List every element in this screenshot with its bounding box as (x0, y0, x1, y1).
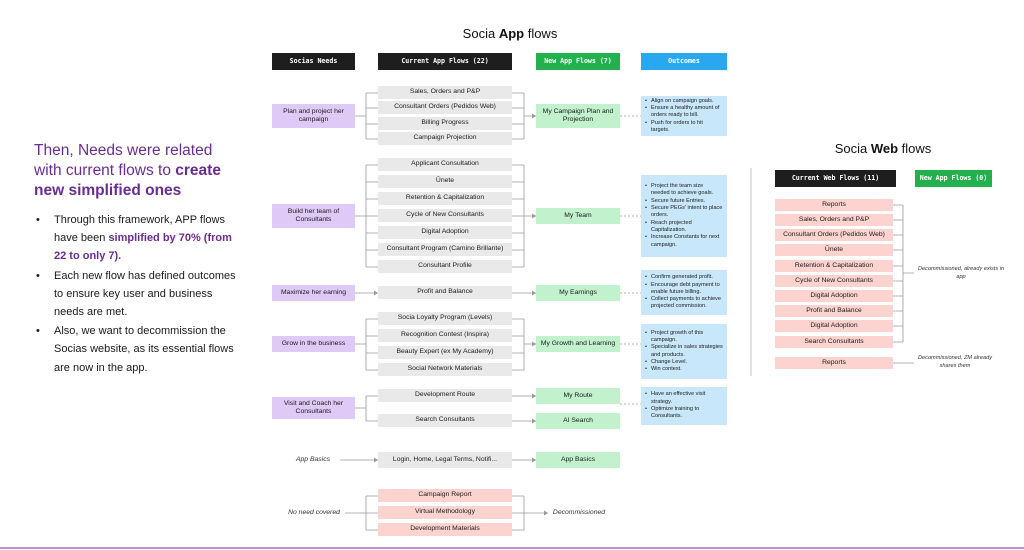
current-flow: Consultant Orders (Pedidos Web) (378, 101, 512, 114)
current-flow: Billing Progress (378, 117, 512, 130)
intro-heading: Then, Needs were related with current fl… (34, 141, 244, 201)
outcome-box: Project growth of this campaign. Special… (641, 324, 727, 379)
outcome-item: Specialize in sales strategies and produ… (645, 344, 723, 359)
outcome-item: Align on campaign goals. (645, 98, 723, 106)
title-pre: Socia (834, 141, 871, 156)
web-flow: Cycle of New Consultants (775, 275, 893, 287)
bullet-text: Also, we want to decommission the Socias… (54, 325, 234, 374)
no-need-label: No need covered (288, 509, 340, 516)
title-post: flows (524, 26, 558, 41)
current-flow: Sales, Orders and P&P (378, 86, 512, 99)
web-flow: Digital Adoption (775, 290, 893, 302)
current-flow: Beauty Expert (ex My Academy) (378, 346, 512, 359)
app-basics-label: App Basics (295, 456, 330, 463)
current-flow: Ūnete (378, 175, 512, 188)
web-flow: Reports (775, 199, 893, 211)
outcome-item: Secure future Entries. (645, 198, 723, 206)
outcome-item: Encourage debt payment to enable future … (645, 282, 723, 297)
need-box: Maximize her earning (272, 285, 355, 301)
web-flow: Profit and Balance (775, 305, 893, 317)
outcome-item: Project growth of this campaign. (645, 330, 723, 345)
current-flow: Login, Home, Legal Terms, Notifi... (378, 452, 512, 468)
bullet-text: Each new flow has defined outcomes to en… (54, 269, 236, 319)
outcome-item: Have an effective visit strategy. (645, 391, 723, 406)
new-flow: App Basics (536, 452, 620, 468)
outcome-item: Ensure a healthy amount of orders ready … (645, 105, 723, 120)
title-post: flows (898, 141, 932, 156)
decommissioned-label: Decommissioned (552, 509, 606, 516)
header-web-current: Current Web Flows (11) (775, 170, 896, 187)
web-flow: Ūnete (775, 244, 893, 256)
new-flow: My Route (536, 388, 620, 404)
need-box: Visit and Coach her Consultants (272, 397, 355, 419)
web-flow: Digital Adoption (775, 320, 893, 332)
title-pre: Socia (462, 26, 499, 41)
outcome-box: Have an effective visit strategy. Optimi… (641, 387, 727, 425)
app-flows-title: Socia App flows (420, 26, 600, 41)
outcome-item: Reach projected Capitalization. (645, 220, 723, 235)
intro-plain: Then, Needs were related with current fl… (34, 142, 213, 179)
bottom-divider (0, 547, 1024, 549)
current-flow: Digital Adoption (378, 226, 512, 239)
current-flow: Consultant Profile (378, 260, 512, 273)
current-flow: Applicant Consultation (378, 158, 512, 171)
outcome-item: Increase Constants for next campaign. (645, 234, 723, 249)
outcome-item: Optimize training to Consultants. (645, 406, 723, 421)
bullet-list: Through this framework, APP flows have b… (34, 211, 244, 377)
current-flow: Socia Loyalty Program (Levels) (378, 312, 512, 325)
new-flow: My Earnings (536, 285, 620, 301)
bullet-text: Through this framework, APP flows have b… (54, 214, 225, 245)
outcome-box: Confirm generated profit. Encourage debt… (641, 270, 727, 315)
outcome-item: Push for orders to hit targets. (645, 120, 723, 135)
web-note: Decommissioned, ZM already shares them (918, 355, 992, 369)
current-flow: Retention & Capitalization (378, 192, 512, 205)
outcome-item: Collect payments to achieve projected co… (645, 296, 723, 311)
current-flow: Development Route (378, 389, 512, 402)
current-flow: Social Network Materials (378, 363, 512, 376)
need-box: Plan and project her campaign (272, 104, 355, 128)
web-flow: Search Consultants (775, 336, 893, 348)
web-flow: Consultant Orders (Pedidos Web) (775, 229, 893, 241)
outcome-item: Secure PEGs' intent to place orders. (645, 205, 723, 220)
current-flow: Profit and Balance (378, 286, 512, 299)
current-flow: Recognition Contest (Inspira) (378, 329, 512, 342)
outcome-item: Win contest. (645, 366, 723, 374)
header-needs: Socias Needs (272, 53, 355, 70)
current-flow: Campaign Projection (378, 132, 512, 145)
need-box: Grow in the business (272, 336, 355, 352)
current-flow: Consultant Program (Camino Brillante) (378, 243, 512, 256)
decommission-flow: Virtual Methodology (378, 506, 512, 519)
outcome-box: Project the team size needed to achieve … (641, 175, 727, 257)
new-flow: My Growth and Learning (536, 336, 620, 352)
web-flow: Sales, Orders and P&P (775, 214, 893, 226)
current-flow: Cycle of New Consultants (378, 209, 512, 222)
intro-bold: create new simplified ones (34, 162, 221, 199)
header-outcomes: Outcomes (641, 53, 727, 70)
web-flows-title: Socia Web flows (793, 141, 973, 156)
bullet-item: Through this framework, APP flows have b… (34, 211, 244, 266)
web-flow: Retention & Capitalization (775, 260, 893, 272)
bullet-item: Also, we want to decommission the Socias… (34, 322, 244, 377)
title-bold: App (498, 26, 525, 41)
outcome-box: Align on campaign goals. Ensure a health… (641, 96, 727, 136)
need-box: Build her team of Consultants (272, 204, 355, 228)
header-web-new: New App Flows (0) (915, 170, 992, 187)
outcome-item: Confirm generated profit. (645, 274, 723, 282)
current-flow: Search Consultants (378, 414, 512, 427)
decommission-flow: Campaign Report (378, 489, 512, 502)
web-flow: Reports (775, 357, 893, 369)
new-flow: AI Search (536, 413, 620, 429)
title-bold: Web (870, 141, 899, 156)
new-flow: My Team (536, 208, 620, 224)
decommission-flow: Development Materials (378, 523, 512, 536)
header-new-flows: New App Flows (7) (536, 53, 620, 70)
header-current-flows: Current App Flows (22) (378, 53, 512, 70)
bullet-highlight: simplified by 70% (from 22 to only 7). (54, 232, 232, 263)
bullet-item: Each new flow has defined outcomes to en… (34, 267, 244, 322)
outcome-item: Project the team size needed to achieve … (645, 183, 723, 198)
new-flow: My Campaign Plan and Projection (536, 104, 620, 128)
outcome-item: Change Level. (645, 359, 723, 367)
web-note: Decommissioned, already exists in app (917, 266, 1005, 280)
